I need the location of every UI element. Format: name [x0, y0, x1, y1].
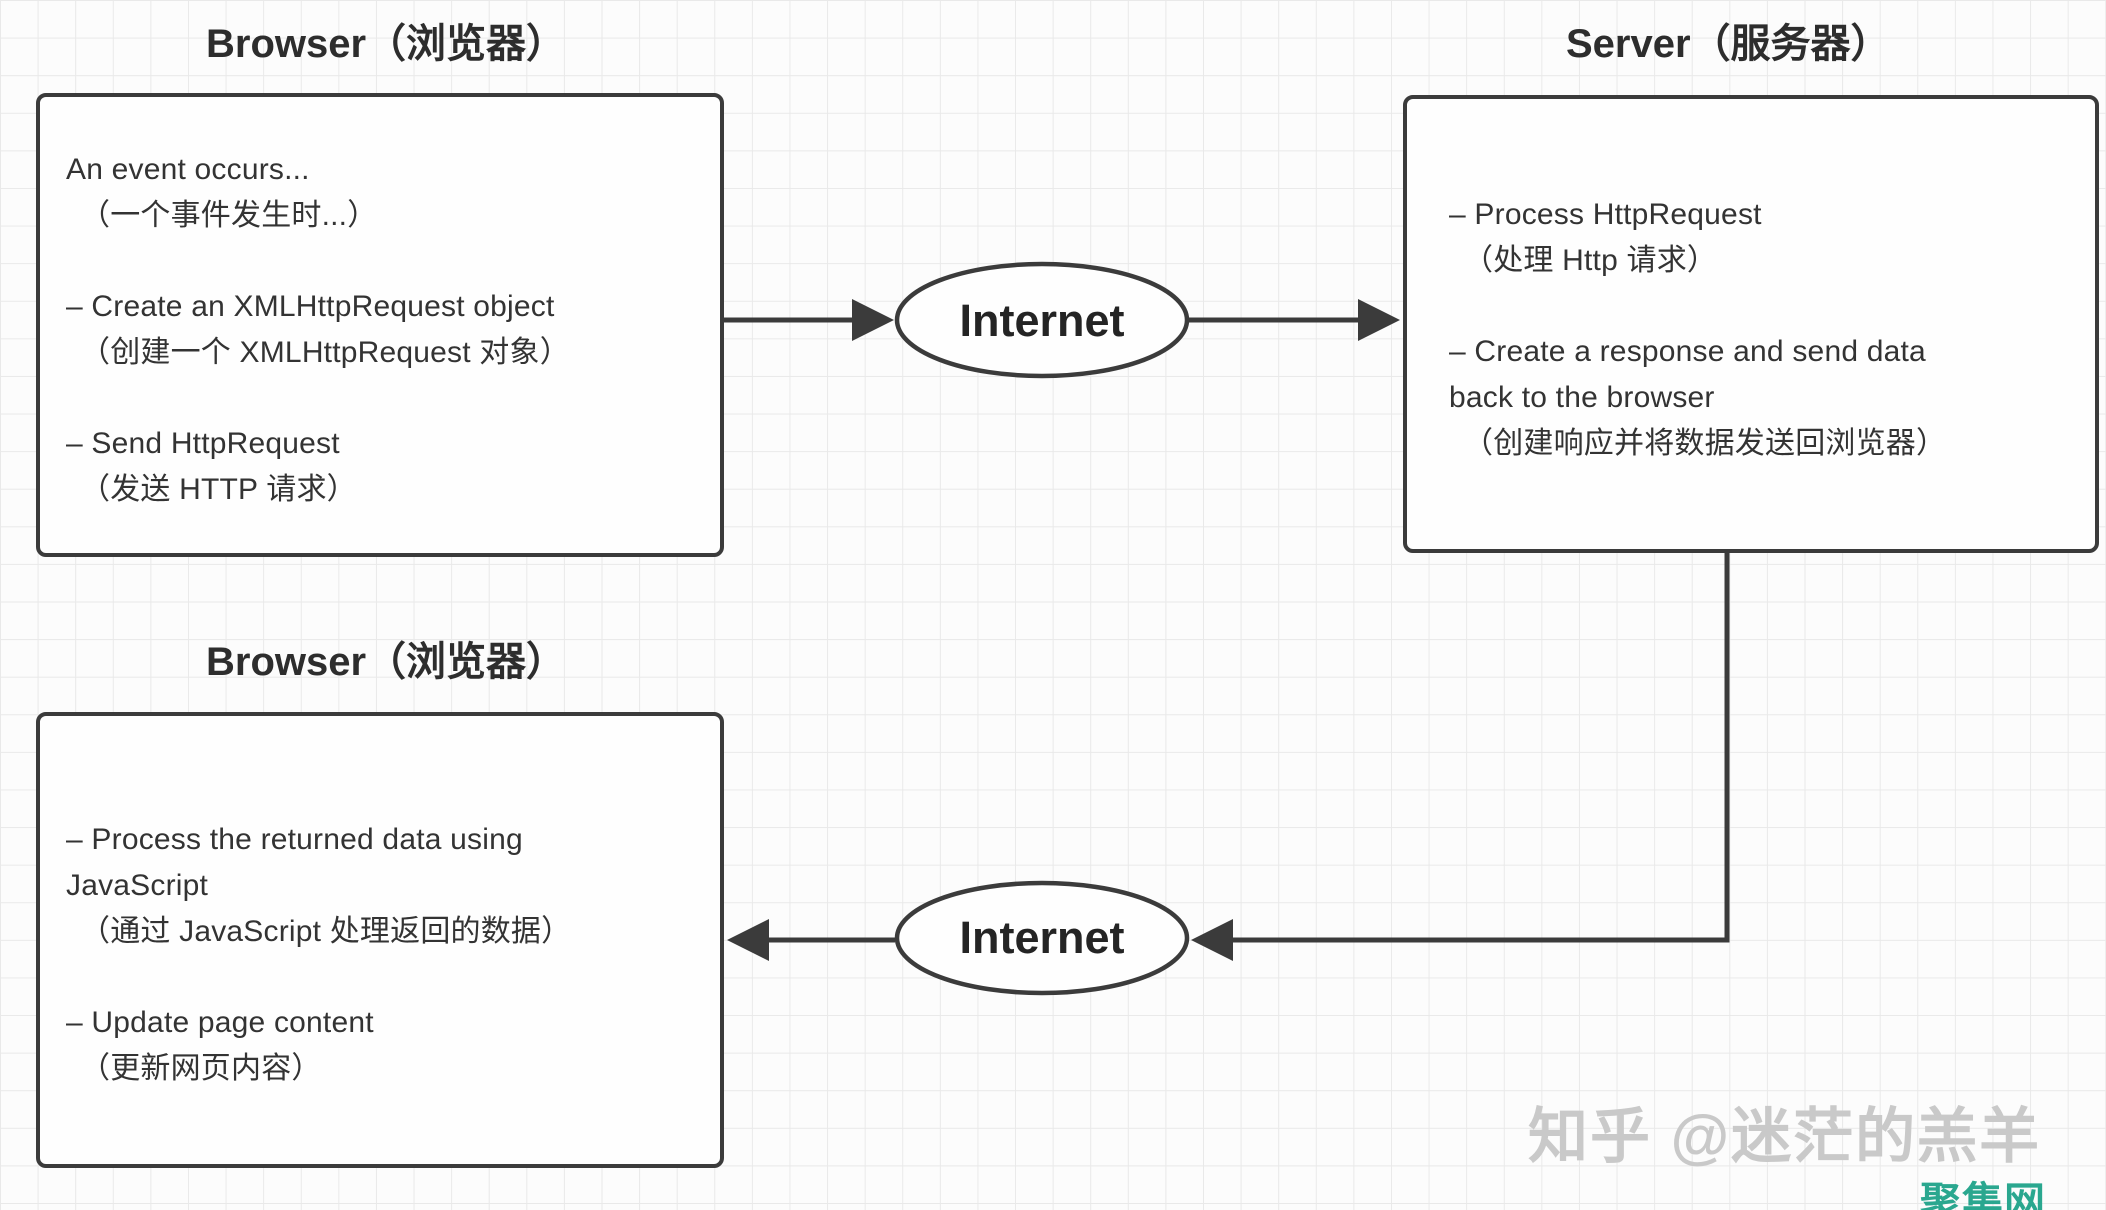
text-line: （发送 HTTP 请求） — [80, 473, 357, 506]
internet-top-label: Internet — [959, 295, 1125, 346]
zhihu-watermark: 知乎 @迷茫的羔羊 — [1528, 1103, 2042, 1170]
text-paragraph: – Create an XMLHttpRequest object （创建一个 X… — [66, 284, 712, 376]
internet-bottom-ellipse — [894, 880, 1190, 996]
text-line: （创建一个 XMLHttpRequest 对象） — [80, 336, 570, 369]
text-line: （处理 Http 请求） — [1463, 244, 1718, 277]
text-line: – Send HttpRequest — [66, 427, 340, 460]
text-line: An event occurs... — [66, 153, 310, 186]
text-line: – Process HttpRequest — [1449, 198, 1762, 231]
browser-top-box: An event occurs... （一个事件发生时...） – Create a… — [36, 93, 724, 557]
browser-top-text: An event occurs... （一个事件发生时...） – Create a… — [40, 97, 712, 513]
text-line: （一个事件发生时...） — [80, 199, 378, 232]
text-line: – Process the returned data using — [66, 823, 523, 856]
internet-bottom-label: Internet — [959, 912, 1125, 963]
server-text: – Process HttpRequest （处理 Http 请求） – Creat… — [1407, 99, 2087, 467]
text-line: （通过 JavaScript 处理返回的数据） — [80, 915, 572, 948]
juji-watermark: 聚集网 — [1920, 1179, 2046, 1210]
arrow-internet-to-server-head — [1358, 299, 1400, 341]
browser-bottom-title: Browser（浏览器） — [206, 640, 567, 684]
text-line: JavaScript — [66, 869, 209, 902]
text-line: （创建响应并将数据发送回浏览器） — [1463, 427, 1947, 460]
text-line: back to the browser — [1449, 381, 1715, 414]
text-paragraph: – Process HttpRequest （处理 Http 请求） — [1449, 192, 2087, 284]
text-paragraph: – Send HttpRequest （发送 HTTP 请求） — [66, 421, 712, 513]
text-paragraph: – Create a response and send data back to… — [1449, 329, 2087, 467]
arrow-internet-to-browser-head — [727, 919, 769, 961]
text-line: – Update page content — [66, 1006, 374, 1039]
text-line: – Create an XMLHttpRequest object — [66, 290, 555, 323]
internet-top-ellipse — [894, 261, 1190, 379]
text-paragraph: An event occurs... （一个事件发生时...） — [66, 147, 712, 239]
browser-top-title: Browser（浏览器） — [206, 22, 567, 66]
text-line: – Create a response and send data — [1449, 335, 1926, 368]
connector-server-to-internet-head — [1191, 919, 1233, 961]
server-title: Server（服务器） — [1566, 22, 1891, 66]
text-paragraph: – Update page content （更新网页内容） — [66, 1000, 712, 1092]
server-box: – Process HttpRequest （处理 Http 请求） – Creat… — [1403, 95, 2099, 553]
connector-server-to-internet-line — [1230, 551, 1730, 943]
text-line: （更新网页内容） — [80, 1052, 322, 1085]
arrow-browser-to-internet-head — [852, 299, 894, 341]
